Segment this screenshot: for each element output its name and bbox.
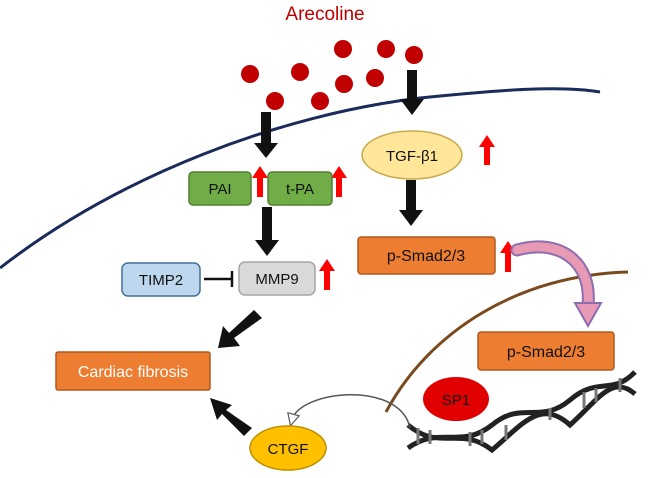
arecoline-particles (241, 40, 423, 110)
psmad-cyto-label: p-Smad2/3 (387, 248, 465, 265)
particle (377, 40, 395, 58)
node-cardiac-fibrosis: Cardiac fibrosis (55, 351, 211, 391)
node-sp1: SP1 (423, 377, 489, 421)
node-timp2: TIMP2 (121, 262, 201, 297)
particle (405, 46, 423, 64)
arrow-mmp9-to-fibrosis (218, 310, 262, 348)
tgf-label: TGF-β1 (386, 148, 438, 165)
arrow-membrane-to-pai (254, 112, 278, 158)
inhibition-timp2-mmp9 (204, 271, 234, 287)
tpa-label: t-PA (286, 181, 314, 198)
particle (291, 63, 309, 81)
dna-helix-icon (406, 370, 637, 454)
cell-membrane (0, 87, 601, 270)
ctgf-label: CTGF (268, 441, 309, 458)
translocation-arrow (510, 240, 603, 329)
title-arecoline: Arecoline (285, 4, 364, 25)
arrow-pai-to-mmp9 (255, 207, 279, 256)
particle (311, 92, 329, 110)
pai-label: PAI (208, 181, 231, 198)
particle (334, 40, 352, 58)
up-arrow-icon (319, 259, 335, 290)
node-ctgf: CTGF (249, 425, 327, 471)
sp1-to-ctgf-arrow (292, 394, 411, 429)
node-psmad-cytoplasm: p-Smad2/3 (357, 236, 496, 275)
node-pai: PAI (188, 171, 252, 206)
sp1-label: SP1 (442, 392, 470, 409)
node-psmad-nucleus: p-Smad2/3 (477, 331, 615, 371)
psmad-nuc-label: p-Smad2/3 (507, 344, 585, 361)
particle (335, 75, 353, 93)
cardiac-fibrosis-label: Cardiac fibrosis (78, 364, 188, 381)
node-tgf-beta1: TGF-β1 (361, 130, 463, 180)
mmp9-label: MMP9 (255, 271, 298, 288)
particle (241, 65, 259, 83)
arrow-particle-to-tgf (400, 70, 424, 115)
particle (366, 69, 384, 87)
black-arrows (210, 70, 424, 436)
arrow-ctgf-to-fibrosis (210, 398, 252, 436)
node-tpa: t-PA (267, 171, 333, 206)
up-arrow-icon (252, 166, 268, 197)
up-arrow-icon (479, 135, 495, 165)
particle (266, 92, 284, 110)
node-mmp9: MMP9 (238, 261, 316, 296)
up-arrow-icon (331, 166, 347, 197)
timp2-label: TIMP2 (139, 272, 183, 289)
arrow-tgf-to-psmad (399, 180, 423, 226)
